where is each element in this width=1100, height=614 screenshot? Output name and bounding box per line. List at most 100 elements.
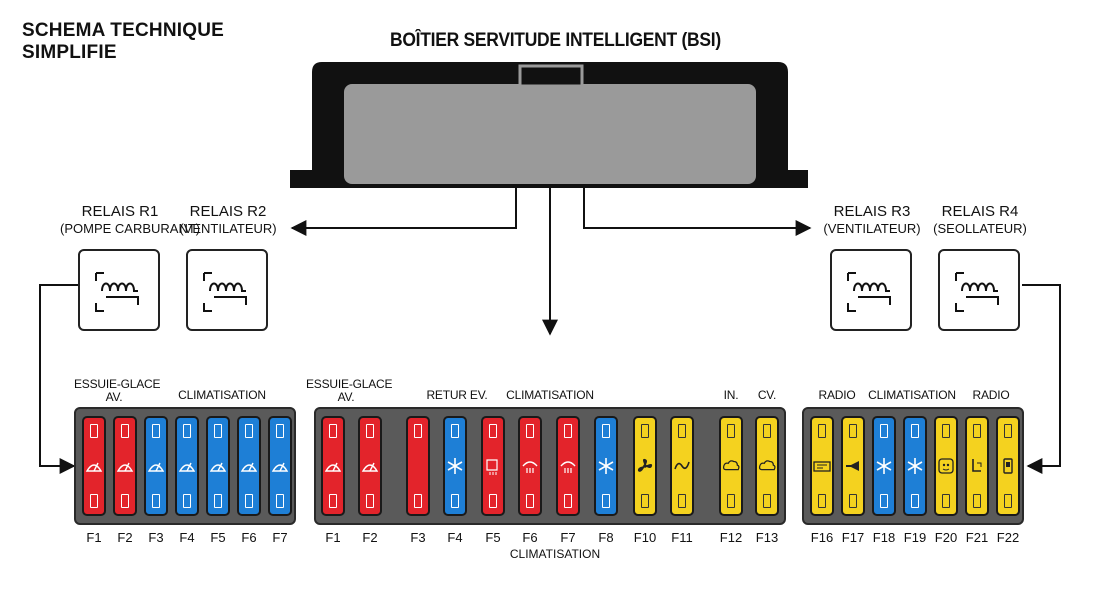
fuse-terminal (526, 424, 534, 438)
fuse-terminal (245, 424, 253, 438)
left-fuse-label-f6: F6 (241, 530, 257, 545)
right-fuse-f19 (903, 416, 927, 516)
mid-fuse-label-f10: F10 (633, 530, 657, 545)
left-fuse-label-f2: F2 (117, 530, 133, 545)
relay-r2-box (186, 249, 268, 331)
left-fuse-label-f3: F3 (148, 530, 164, 545)
bsi-title: BOÎTIER SERVITUDE INTELLIGENT (BSI) (390, 30, 721, 51)
mid-fuse-label-f2: F2 (362, 530, 378, 545)
fuse-terminal (214, 494, 222, 508)
mid-fuse-f11 (670, 416, 694, 516)
mid-fuse-f13 (755, 416, 779, 516)
group-left-essuie-line1: ESSUIE-GLACE (74, 377, 161, 391)
seat-icon (968, 452, 986, 480)
group-mid-essuie-line2: AV. (337, 390, 355, 404)
fuse-terminal (90, 494, 98, 508)
cloud-icon (758, 452, 776, 480)
mid-fuse-f7 (556, 416, 580, 516)
fuse-terminal (763, 424, 771, 438)
none (409, 452, 427, 480)
right-fuse-f17 (841, 416, 865, 516)
mid-fuse-label-f6: F6 (522, 530, 538, 545)
group-mid-cv: CV. (757, 388, 777, 402)
mid-fuse-f8 (594, 416, 618, 516)
relay-r3-label: RELAIS R3 (VENTILATEUR) (822, 203, 922, 237)
right-fuse-f16 (810, 416, 834, 516)
fuse-terminal (763, 494, 771, 508)
fuse-terminal (973, 494, 981, 508)
mid-sub-clim-label: CLIMATISATION (509, 547, 601, 561)
coil-icon (95, 272, 139, 312)
relay-r4-name: RELAIS R4 (941, 203, 1019, 220)
bsi-housing (290, 62, 808, 188)
relay-r4-box (938, 249, 1020, 331)
fuse-terminal (727, 494, 735, 508)
fuse-terminal (489, 424, 497, 438)
left-fuse-f5 (206, 416, 230, 516)
left-fuse-label-f1: F1 (86, 530, 102, 545)
face-icon (937, 452, 955, 480)
fuse-terminal (329, 424, 337, 438)
fuse-terminal (366, 494, 374, 508)
mid-fuse-f2 (358, 416, 382, 516)
right-fuse-f22 (996, 416, 1020, 516)
fuse-terminal (911, 424, 919, 438)
fuse-terminal (276, 494, 284, 508)
fuse-terminal (880, 494, 888, 508)
relay-r4-label: RELAIS R4 (SEOLLATEUR) (930, 203, 1030, 237)
group-mid-essuie: ESSUIE-GLACE AV. (306, 378, 392, 404)
left-fuse-f1 (82, 416, 106, 516)
fuse-terminal (727, 424, 735, 438)
group-left-essuie: ESSUIE-GLACE AV. (74, 377, 161, 404)
coil-icon (847, 272, 891, 312)
wiper-icon (324, 452, 342, 480)
snowflake-icon (906, 452, 924, 480)
relay-r1-desc: (POMPE CARBURANT) (60, 221, 201, 236)
group-left-clim: CLIMATISATION (178, 388, 266, 402)
relay-r3-name: RELAIS R3 (833, 203, 911, 220)
fuse-terminal (414, 494, 422, 508)
fuse-terminal (849, 424, 857, 438)
right-fuse-f21 (965, 416, 989, 516)
fuse-terminal (152, 494, 160, 508)
relay-r1-label: RELAIS R1 (POMPE CARBURANT) (60, 203, 201, 237)
mid-fuse-f5 (481, 416, 505, 516)
mid-fuse-f10 (633, 416, 657, 516)
fuse-terminal (451, 494, 459, 508)
left-fuse-f2 (113, 416, 137, 516)
fuse-terminal (489, 494, 497, 508)
mid-fuse-label-f3: F3 (410, 530, 426, 545)
right-fuse-f18 (872, 416, 896, 516)
fuse-terminal (121, 424, 129, 438)
right-fuse-label-f21: F21 (965, 530, 989, 545)
right-fuse-f20 (934, 416, 958, 516)
fuse-terminal (942, 494, 950, 508)
fuse-terminal (678, 424, 686, 438)
fuse-terminal (564, 494, 572, 508)
right-fuse-label-f19: F19 (903, 530, 927, 545)
fuse-terminal (183, 494, 191, 508)
right-fuse-label-f17: F17 (841, 530, 865, 545)
wiper-icon (209, 452, 227, 480)
relay-r2-desc: (VENTILATEUR) (179, 221, 277, 236)
left-fuse-label-f7: F7 (272, 530, 288, 545)
fan-icon (636, 452, 654, 480)
fuse-terminal (602, 424, 610, 438)
left-fuse-f6 (237, 416, 261, 516)
mid-fuse-f6 (518, 416, 542, 516)
left-fuse-f3 (144, 416, 168, 516)
mid-fuse-label-f8: F8 (598, 530, 614, 545)
group-right-radio-1: RADIO (818, 388, 856, 402)
fuse-terminal (602, 494, 610, 508)
fuse-terminal (973, 424, 981, 438)
phone-icon (999, 452, 1017, 480)
fuse-terminal (880, 424, 888, 438)
heater-icon (521, 452, 539, 480)
mid-fuse-f1 (321, 416, 345, 516)
fuse-terminal (641, 494, 649, 508)
fuse-terminal (121, 494, 129, 508)
group-right-radio-2: RADIO (972, 388, 1010, 402)
relay-r3-desc: (VENTILATEUR) (823, 221, 921, 236)
wiper-icon (178, 452, 196, 480)
